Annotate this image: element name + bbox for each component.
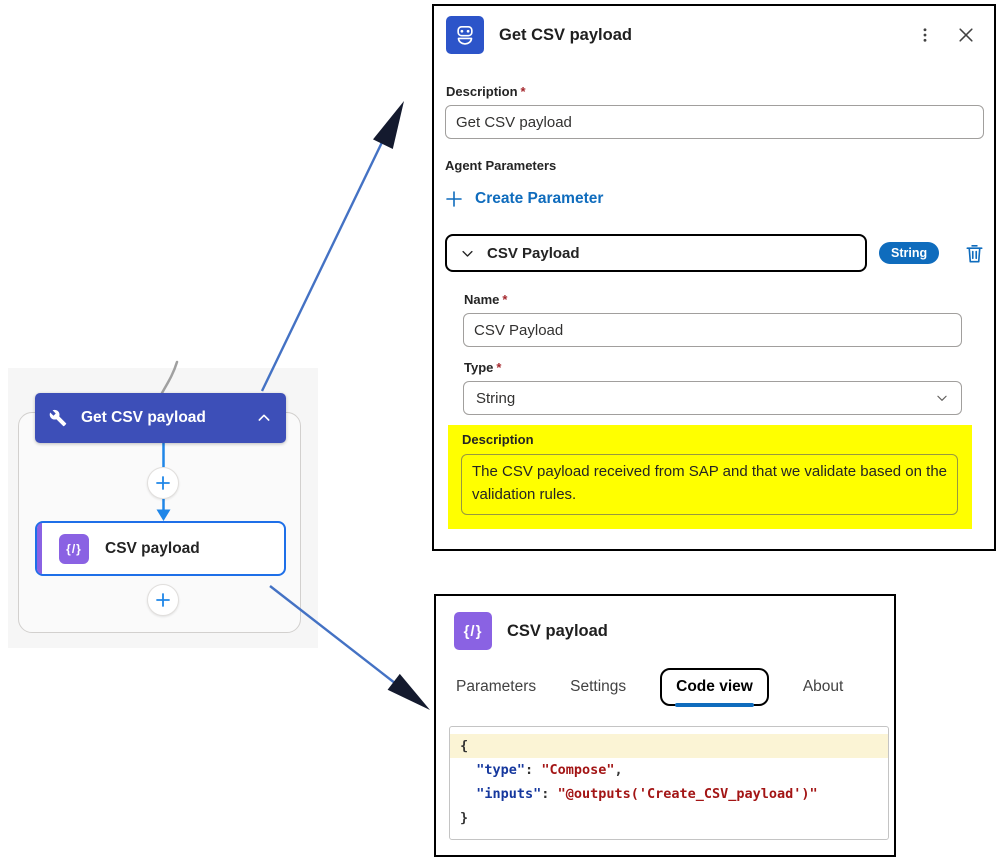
code-line: "inputs": "@outputs('Create_CSV_payload'…	[476, 786, 818, 802]
annotation-arrow-bottom-head	[387, 673, 430, 710]
chevron-down-icon	[935, 391, 949, 405]
tab-bar: Parameters Settings Code view About	[436, 668, 894, 707]
parameter-accordion-csv-payload[interactable]: CSV Payload	[445, 234, 867, 272]
insert-step-button-1[interactable]	[147, 467, 179, 499]
type-badge: String	[879, 242, 940, 264]
description-input[interactable]	[445, 105, 984, 139]
agent-parameters-label: Agent Parameters	[445, 158, 557, 173]
create-parameter-button[interactable]: Create Parameter	[445, 190, 603, 208]
agent-bot-icon	[446, 16, 484, 54]
insert-step-button-2[interactable]	[147, 584, 179, 616]
create-parameter-label: Create Parameter	[475, 190, 604, 207]
node-selection-stripe	[37, 523, 42, 574]
type-label: Type*	[464, 360, 502, 375]
parameter-description-label: Description	[462, 432, 534, 447]
code-line: {	[450, 734, 888, 758]
name-input[interactable]	[463, 313, 962, 347]
highlighted-description-section: Description The CSV payload received fro…	[448, 425, 972, 529]
panel-header: {/} CSV payload	[436, 596, 894, 654]
panel-header: Get CSV payload	[434, 6, 994, 60]
wrench-icon	[49, 409, 67, 427]
action-node-csv-payload[interactable]: {/} CSV payload	[35, 521, 286, 576]
delete-parameter-button[interactable]	[961, 240, 988, 267]
agent-parameters-panel: Get CSV payload Description* Agent Param…	[432, 4, 996, 551]
plus-icon	[445, 190, 463, 208]
parameter-name: CSV Payload	[487, 244, 580, 262]
tab-about[interactable]: About	[803, 672, 844, 702]
type-dropdown[interactable]: String	[463, 381, 962, 415]
code-line: }	[460, 810, 469, 826]
active-tab-indicator	[675, 703, 754, 707]
panel-title: CSV payload	[507, 621, 608, 640]
compose-action-panel: {/} CSV payload Parameters Settings Code…	[434, 594, 896, 857]
required-asterisk: *	[496, 360, 502, 375]
close-button[interactable]	[954, 23, 978, 47]
panel-title: Get CSV payload	[499, 25, 632, 44]
more-options-button[interactable]	[914, 24, 936, 46]
description-label: Description*	[446, 84, 526, 99]
tab-parameters[interactable]: Parameters	[456, 672, 536, 702]
required-asterisk: *	[520, 84, 526, 99]
required-asterisk: *	[502, 292, 508, 307]
compose-icon: {/}	[454, 612, 492, 650]
parameter-description-textarea[interactable]: The CSV payload received from SAP and th…	[461, 454, 958, 515]
plus-icon	[155, 592, 171, 608]
scope-header-get-csv-payload[interactable]: Get CSV payload	[35, 393, 286, 443]
chevron-up-icon[interactable]	[256, 410, 272, 426]
compose-icon: {/}	[59, 533, 89, 564]
code-editor[interactable]: { "type": "Compose", "inputs": "@outputs…	[449, 726, 889, 840]
code-line: "type": "Compose",	[476, 762, 623, 778]
tab-settings[interactable]: Settings	[570, 672, 626, 702]
annotation-arrow-top-line	[260, 133, 388, 392]
scope-title: Get CSV payload	[81, 409, 206, 426]
name-label: Name*	[464, 292, 508, 307]
type-dropdown-value: String	[476, 389, 516, 407]
plus-icon	[155, 475, 171, 491]
tab-code-view[interactable]: Code view	[660, 668, 769, 707]
annotation-arrow-top-head	[373, 101, 404, 149]
chevron-down-icon	[460, 246, 475, 261]
action-node-label: CSV payload	[105, 539, 200, 557]
